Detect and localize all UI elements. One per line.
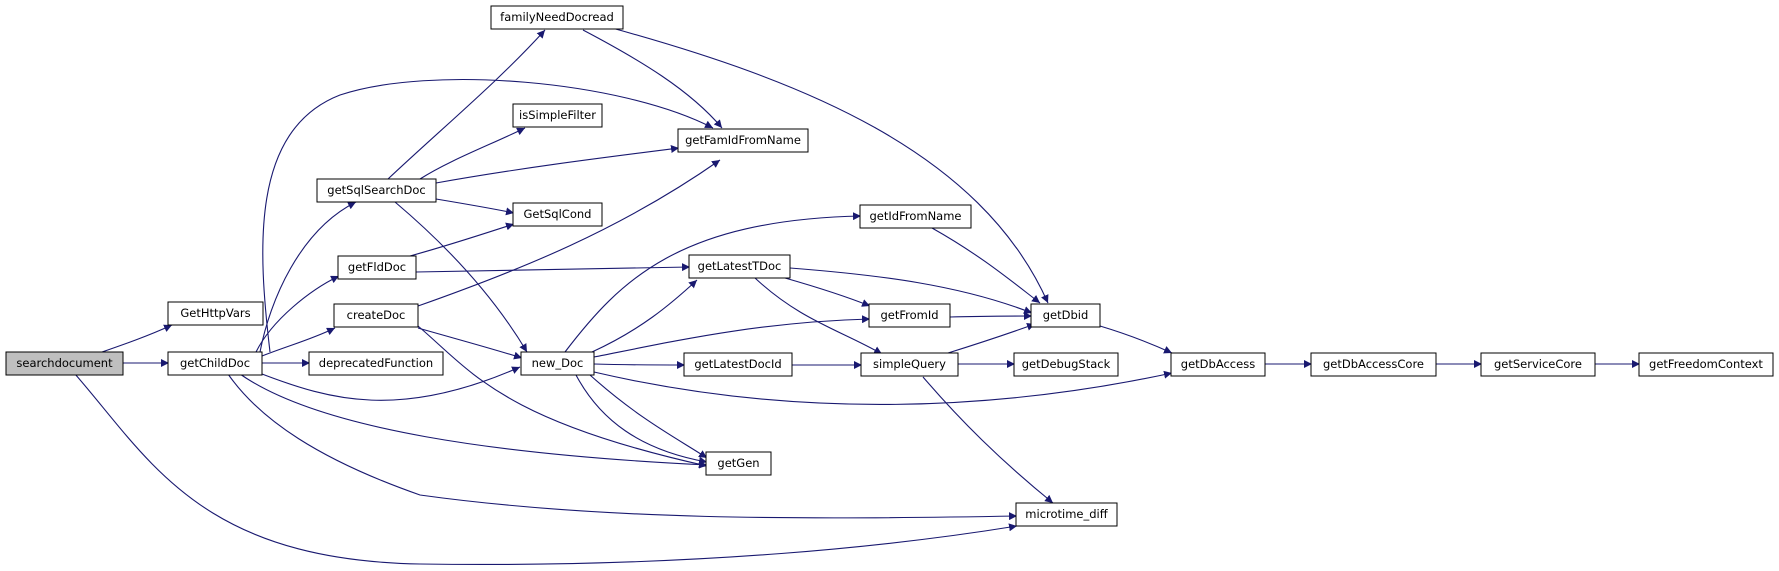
node-getservicecore[interactable]: getServiceCore: [1480, 352, 1596, 377]
node-label-getsqlcond: GetSqlCond: [524, 207, 592, 221]
edge-simplequery-microtime-diff: [922, 376, 1054, 504]
edge-getsqlsearchdoc-familyneeddocread: [387, 29, 546, 180]
edge-getsqlsearchdoc-famidfromname: [435, 145, 680, 184]
node-label-getgen: getGen: [717, 456, 759, 470]
edge-getdbid-getdbaccess: [1099, 325, 1173, 354]
edges: [74, 27, 1641, 566]
node-getsqlsearchdoc[interactable]: getSqlSearchDoc: [316, 178, 437, 203]
node-label-getflddoc: getFldDoc: [348, 260, 406, 274]
edge-new-doc-getlatestdocid: [593, 360, 686, 369]
node-label-issimplefilter: isSimpleFilter: [519, 108, 596, 122]
node-label-getidfromname: getIdFromName: [870, 209, 962, 223]
node-getfromid[interactable]: getFromId: [868, 303, 951, 328]
edge-getsqlsearchdoc-new-doc: [394, 201, 528, 353]
node-label-getfromid: getFromId: [880, 308, 938, 322]
node-getlatesttdoc[interactable]: getLatestTDoc: [688, 254, 791, 279]
edge-getlatesttdoc-simplequery: [754, 277, 883, 355]
node-label-simplequery: simpleQuery: [873, 357, 946, 371]
edge-createdoc-getgen: [417, 325, 708, 469]
edge-getchilddoc-createdoc: [261, 327, 336, 357]
edge-getlatesttdoc-getdbid: [789, 267, 1033, 314]
edge-new-doc-getgen-2: [575, 374, 708, 465]
edge-getidfromname-getdbid: [931, 227, 1041, 304]
node-label-getlatestdocid: getLatestDocId: [694, 357, 781, 371]
node-label-microtime-diff: microtime_diff: [1025, 507, 1108, 521]
node-getlatestdocid[interactable]: getLatestDocId: [683, 352, 793, 377]
edge-getchilddoc-getflddoc: [255, 275, 340, 353]
node-microtime-diff[interactable]: microtime_diff: [1015, 502, 1118, 527]
node-label-familyneeddocread: familyNeedDocread: [500, 10, 614, 24]
edge-getfromid-getdbid: [949, 312, 1033, 321]
edge-searchdocument-microtime-diff: [74, 373, 1018, 566]
node-new-doc[interactable]: new_Doc: [520, 351, 595, 376]
node-label-getlatesttdoc: getLatestTDoc: [698, 259, 782, 273]
node-getdebugstack[interactable]: getDebugStack: [1013, 352, 1119, 377]
edge-new-doc-getfromid: [593, 315, 871, 358]
node-label-getdebugstack: getDebugStack: [1022, 357, 1111, 371]
node-getgen[interactable]: getGen: [705, 451, 772, 476]
edge-getchilddoc-new-doc: [261, 366, 521, 401]
edge-familyneeddocread-getdbid: [611, 27, 1049, 304]
nodes: searchdocument GetHttpVars getChildDoc g…: [5, 5, 1774, 527]
node-deprecatedfunction[interactable]: deprecatedFunction: [308, 351, 444, 376]
node-label-getdbaccess: getDbAccess: [1181, 357, 1255, 371]
node-label-getsqlsearchdoc: getSqlSearchDoc: [327, 183, 425, 197]
edge-createdoc-new-doc: [417, 327, 523, 360]
edge-getlatesttdoc-getfromid: [784, 277, 871, 307]
node-label-getservicecore: getServiceCore: [1494, 357, 1582, 371]
edge-new-doc-getdbaccess: [593, 370, 1173, 406]
node-label-gethttpvars: GetHttpVars: [180, 306, 250, 320]
node-getdbaccesscore[interactable]: getDbAccessCore: [1310, 352, 1437, 377]
edge-searchdocument-gethttpvars: [101, 324, 173, 353]
edge-getflddoc-getsqlcond: [409, 222, 515, 257]
node-label-getdbid: getDbid: [1043, 308, 1089, 322]
edge-new-doc-getgen: [589, 374, 708, 459]
node-familyneeddocread[interactable]: familyNeedDocread: [490, 5, 624, 30]
edge-new-doc-getlatesttdoc: [591, 279, 698, 353]
node-label-getfamidfromname: getFamIdFromName: [685, 133, 801, 147]
node-issimplefilter[interactable]: isSimpleFilter: [512, 103, 603, 128]
edge-getchilddoc-getgen: [239, 373, 708, 469]
edge-new-doc-getidfromname: [564, 212, 862, 353]
edge-createdoc-famidfromname: [417, 159, 721, 307]
node-getchilddoc[interactable]: getChildDoc: [167, 351, 263, 376]
edge-getchilddoc-famidfromname: [262, 78, 714, 353]
edge-getflddoc-getlatesttdoc: [415, 263, 691, 273]
edge-simplequery-getdbid: [947, 322, 1036, 354]
node-label-getchilddoc: getChildDoc: [180, 356, 250, 370]
node-getfamidfromname[interactable]: getFamIdFromName: [677, 128, 809, 153]
node-createdoc[interactable]: createDoc: [333, 303, 419, 328]
node-getdbid[interactable]: getDbid: [1030, 303, 1101, 328]
node-gethttpvars[interactable]: GetHttpVars: [167, 301, 264, 326]
node-searchdocument[interactable]: searchdocument: [5, 351, 124, 376]
edge-getsqlsearchdoc-getsqlcond: [435, 198, 515, 216]
node-getsqlcond[interactable]: GetSqlCond: [512, 202, 603, 227]
node-getflddoc[interactable]: getFldDoc: [337, 255, 417, 280]
node-getidfromname[interactable]: getIdFromName: [859, 204, 972, 229]
node-label-createdoc: createDoc: [347, 308, 406, 322]
edge-getchilddoc-microtime-diff: [227, 373, 1018, 521]
node-label-searchdocument: searchdocument: [16, 356, 113, 370]
node-label-deprecatedfunction: deprecatedFunction: [319, 356, 433, 370]
edge-getsqlsearchdoc-issimplefilter: [419, 127, 526, 180]
edge-getchilddoc-getsqlsearchdoc: [259, 201, 357, 353]
node-label-getdbaccesscore: getDbAccessCore: [1323, 357, 1424, 371]
node-getdbaccess[interactable]: getDbAccess: [1170, 352, 1266, 377]
node-getfreedomcontext[interactable]: getFreedomContext: [1638, 352, 1774, 377]
node-label-getfreedomcontext: getFreedomContext: [1649, 357, 1763, 371]
node-simplequery[interactable]: simpleQuery: [860, 352, 959, 377]
node-label-new-doc: new_Doc: [532, 356, 584, 370]
edge-familyneeddocread-famidfromname: [582, 29, 723, 129]
